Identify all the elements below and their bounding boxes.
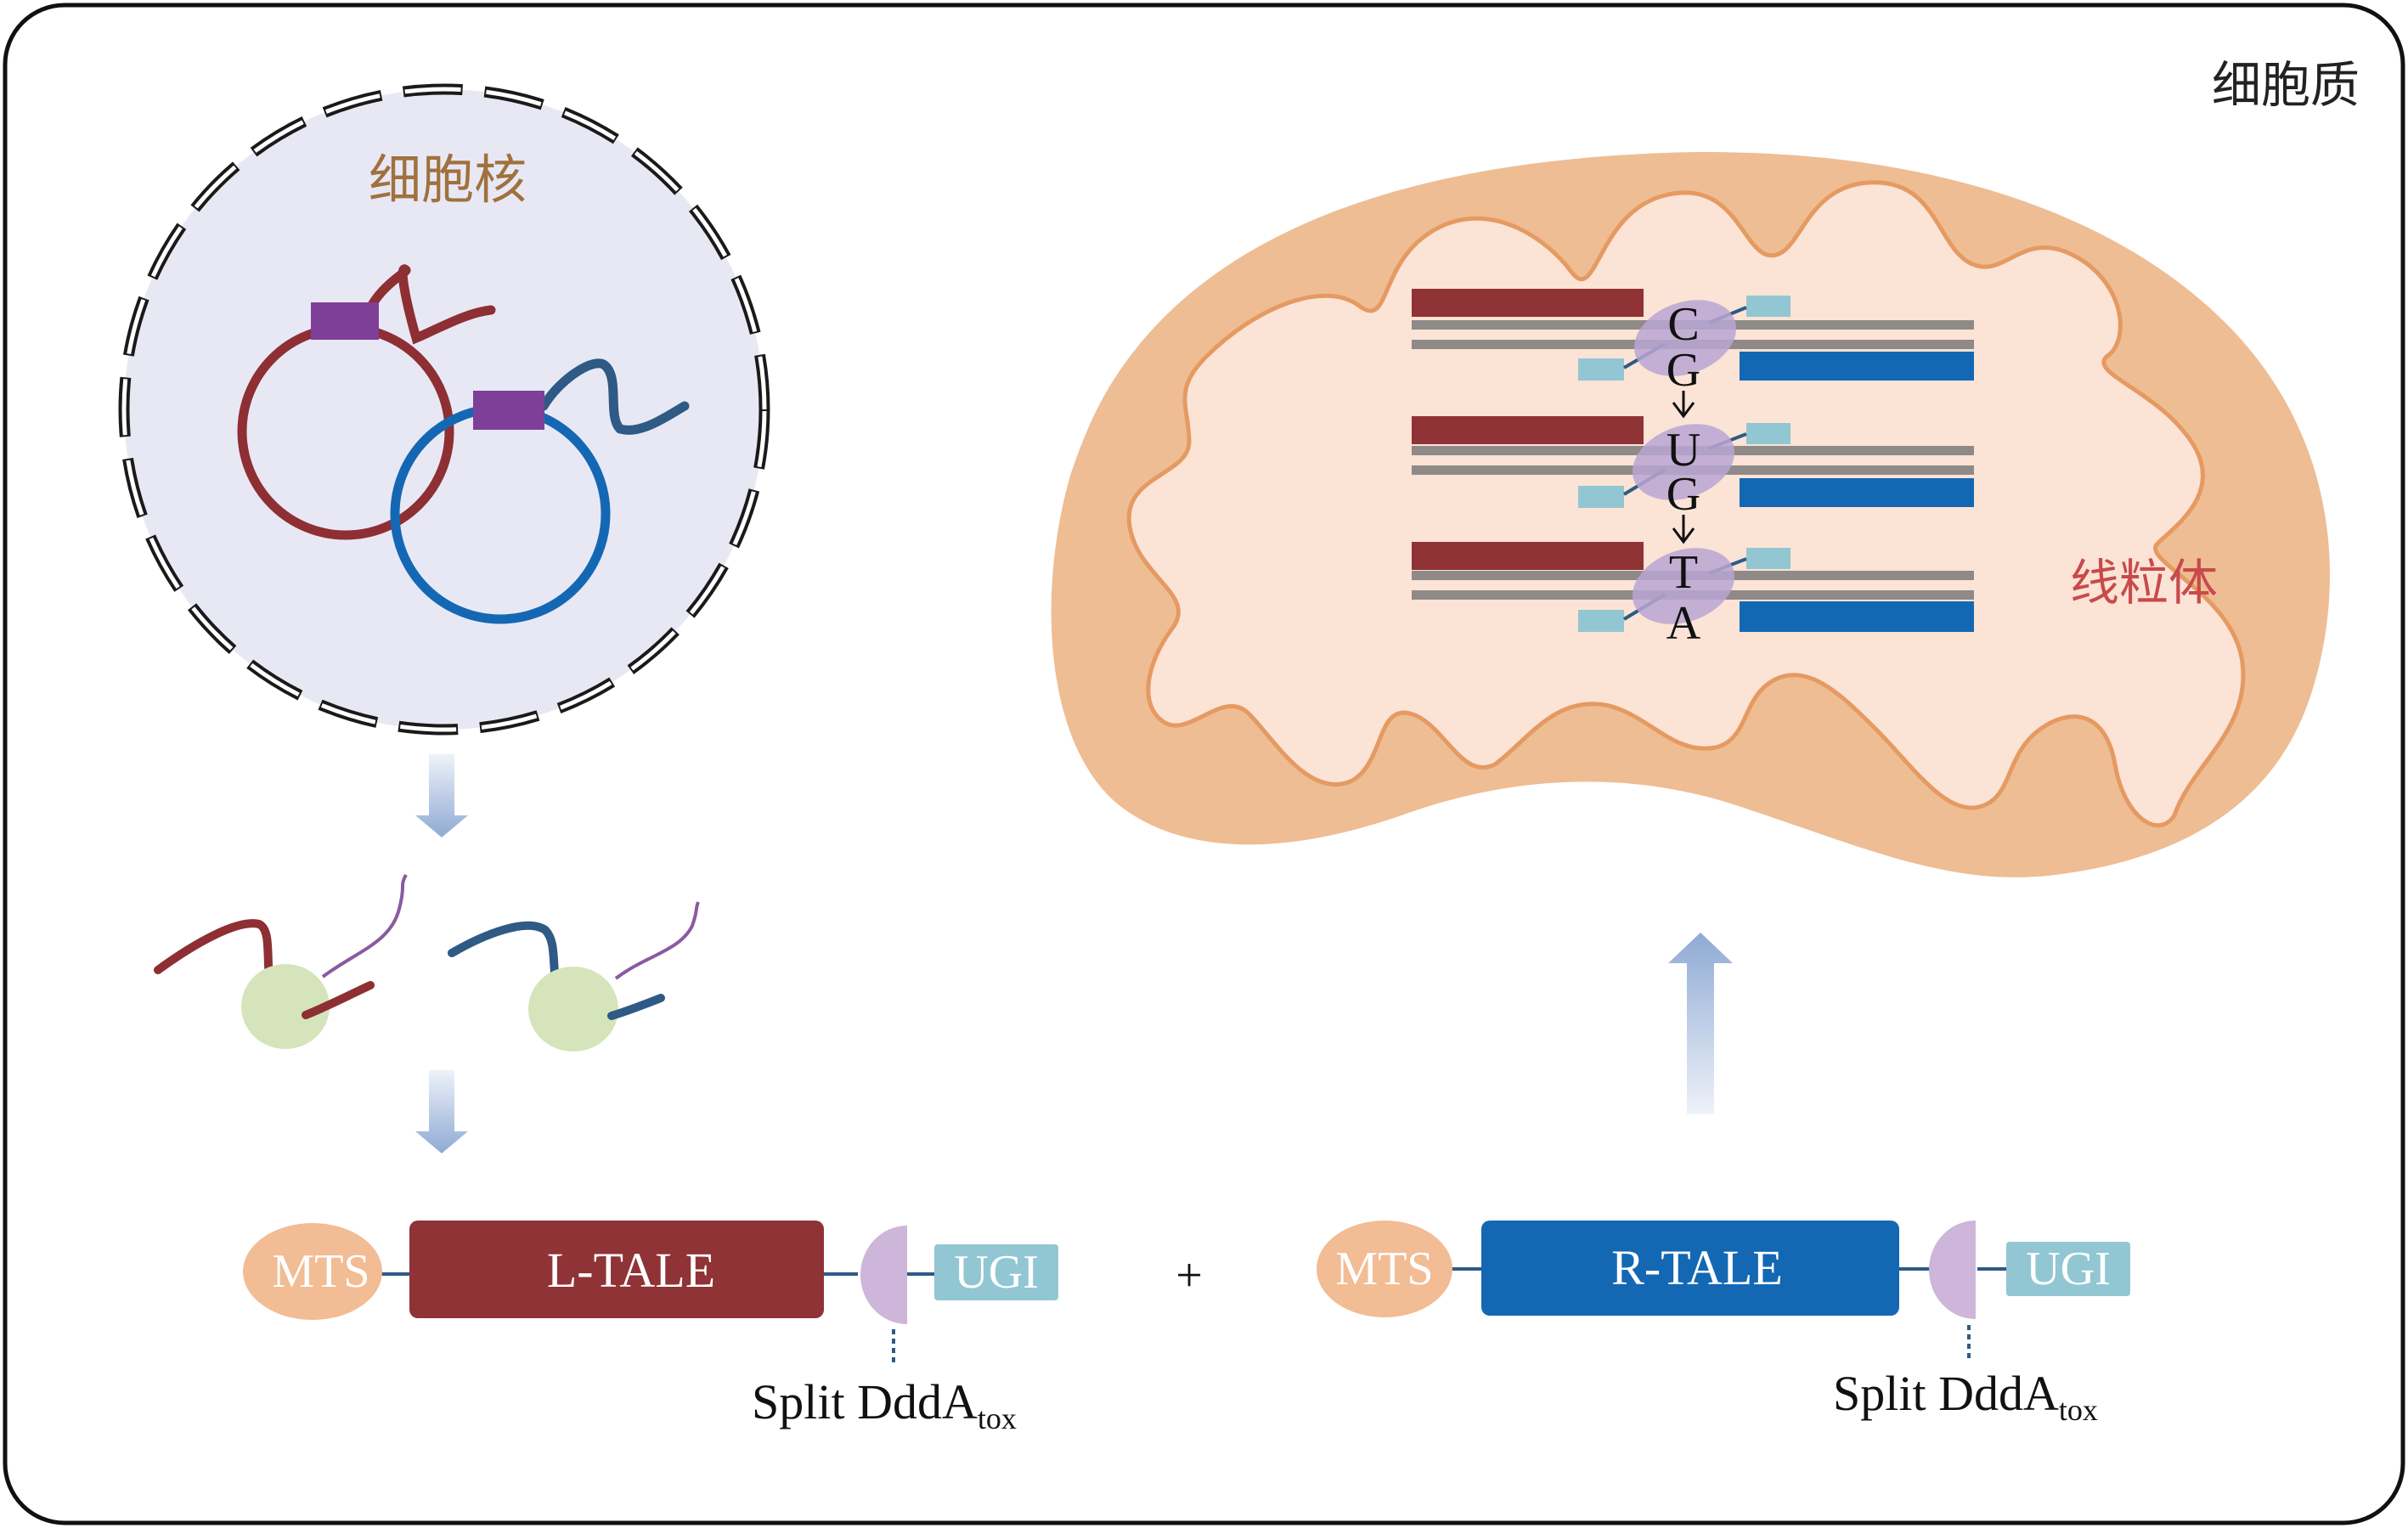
ugi-block-bottom-3 <box>1578 610 1624 632</box>
blue-mrna <box>448 921 561 990</box>
base-labels: C G U G T A <box>1666 298 1701 650</box>
left-mts-label: MTS <box>272 1245 369 1298</box>
left-construct: MTS L-TALE UGI Split DddAtox <box>243 1221 1058 1435</box>
purple-chain-left <box>321 874 408 978</box>
arrow-down-1 <box>415 754 468 837</box>
left-tale <box>409 1221 824 1318</box>
mitochondrion-label: 线粒体 <box>2070 554 2218 612</box>
right-split-dddatox <box>1929 1221 1976 1319</box>
right-split-label: Split DddAtox <box>1833 1366 2098 1427</box>
blue-plasmid-promoter <box>473 391 544 430</box>
ugi-block-top-1 <box>1746 296 1790 317</box>
nucleus-envelope-inner <box>121 87 767 732</box>
right-mts-label: MTS <box>1335 1243 1433 1295</box>
red-plasmid-promoter <box>311 302 379 340</box>
ugi-block-bottom-2 <box>1578 486 1624 508</box>
red-peptide-out <box>302 981 375 1019</box>
dddatox-2 <box>1632 424 1735 500</box>
dddatox-3 <box>1632 548 1735 624</box>
left-split-dddatox <box>860 1226 907 1324</box>
purple-chain-right <box>614 901 700 980</box>
right-tale-label: R-TALE <box>1611 1240 1783 1295</box>
dddatox-1 <box>1633 300 1737 376</box>
l-tale-block-3 <box>1412 542 1644 570</box>
cytoplasm-label: 细胞质 <box>2212 56 2360 114</box>
translation-left <box>154 874 408 1049</box>
red-transcript-tail <box>360 264 496 345</box>
red-mrna <box>154 919 274 988</box>
left-ugi-label: UGI <box>954 1246 1039 1299</box>
ribosome-right <box>528 967 618 1052</box>
base-a: A <box>1666 597 1701 650</box>
left-ugi <box>934 1244 1058 1300</box>
right-ugi <box>2006 1242 2130 1296</box>
conversion-arrow-2 <box>1672 515 1695 544</box>
right-ugi-label: UGI <box>2026 1243 2111 1295</box>
left-mts <box>243 1223 382 1320</box>
arrow-up <box>1668 933 1733 1114</box>
nucleus-label: 细胞核 <box>369 149 527 211</box>
right-split-sub: tox <box>2059 1393 2098 1427</box>
translation-right <box>448 901 700 1052</box>
base-t: T <box>1669 546 1698 599</box>
right-tale <box>1481 1221 1899 1316</box>
editing-complex-3 <box>1412 542 1974 632</box>
base-c: C <box>1667 298 1699 351</box>
plus-sign: + <box>1176 1249 1203 1302</box>
ugi-block-top-3 <box>1746 548 1790 569</box>
base-g-1: G <box>1666 344 1700 397</box>
right-mts <box>1317 1221 1452 1317</box>
left-tale-label: L-TALE <box>547 1243 715 1298</box>
ribosome-left <box>241 964 330 1049</box>
conversion-arrow-1 <box>1672 391 1695 419</box>
blue-peptide-out <box>607 994 665 1020</box>
ugi-block-top-2 <box>1746 423 1790 444</box>
r-tale-block-1 <box>1740 352 1974 381</box>
l-tale-block-2 <box>1412 416 1644 444</box>
right-split-main: Split DddA <box>1833 1366 2059 1421</box>
r-tale-block-2 <box>1740 478 1974 507</box>
nucleus: 细胞核 <box>118 83 770 736</box>
blue-transcript-tail <box>539 358 690 435</box>
editing-complex-2 <box>1412 416 1974 508</box>
ugi-block-bottom-1 <box>1578 358 1624 381</box>
editing-complex-1 <box>1412 289 1974 381</box>
l-tale-block-1 <box>1412 289 1644 317</box>
left-split-sub: tox <box>978 1401 1017 1435</box>
base-g-2: G <box>1666 468 1700 521</box>
r-tale-block-3 <box>1740 601 1974 632</box>
base-u: U <box>1666 424 1700 476</box>
left-split-label: Split DddAtox <box>752 1374 1017 1435</box>
mitochondrion: 线粒体 <box>1051 152 2331 877</box>
right-construct: MTS R-TALE UGI Split DddAtox <box>1317 1221 2130 1427</box>
left-split-main: Split DddA <box>752 1374 978 1429</box>
arrow-down-2 <box>415 1070 468 1153</box>
